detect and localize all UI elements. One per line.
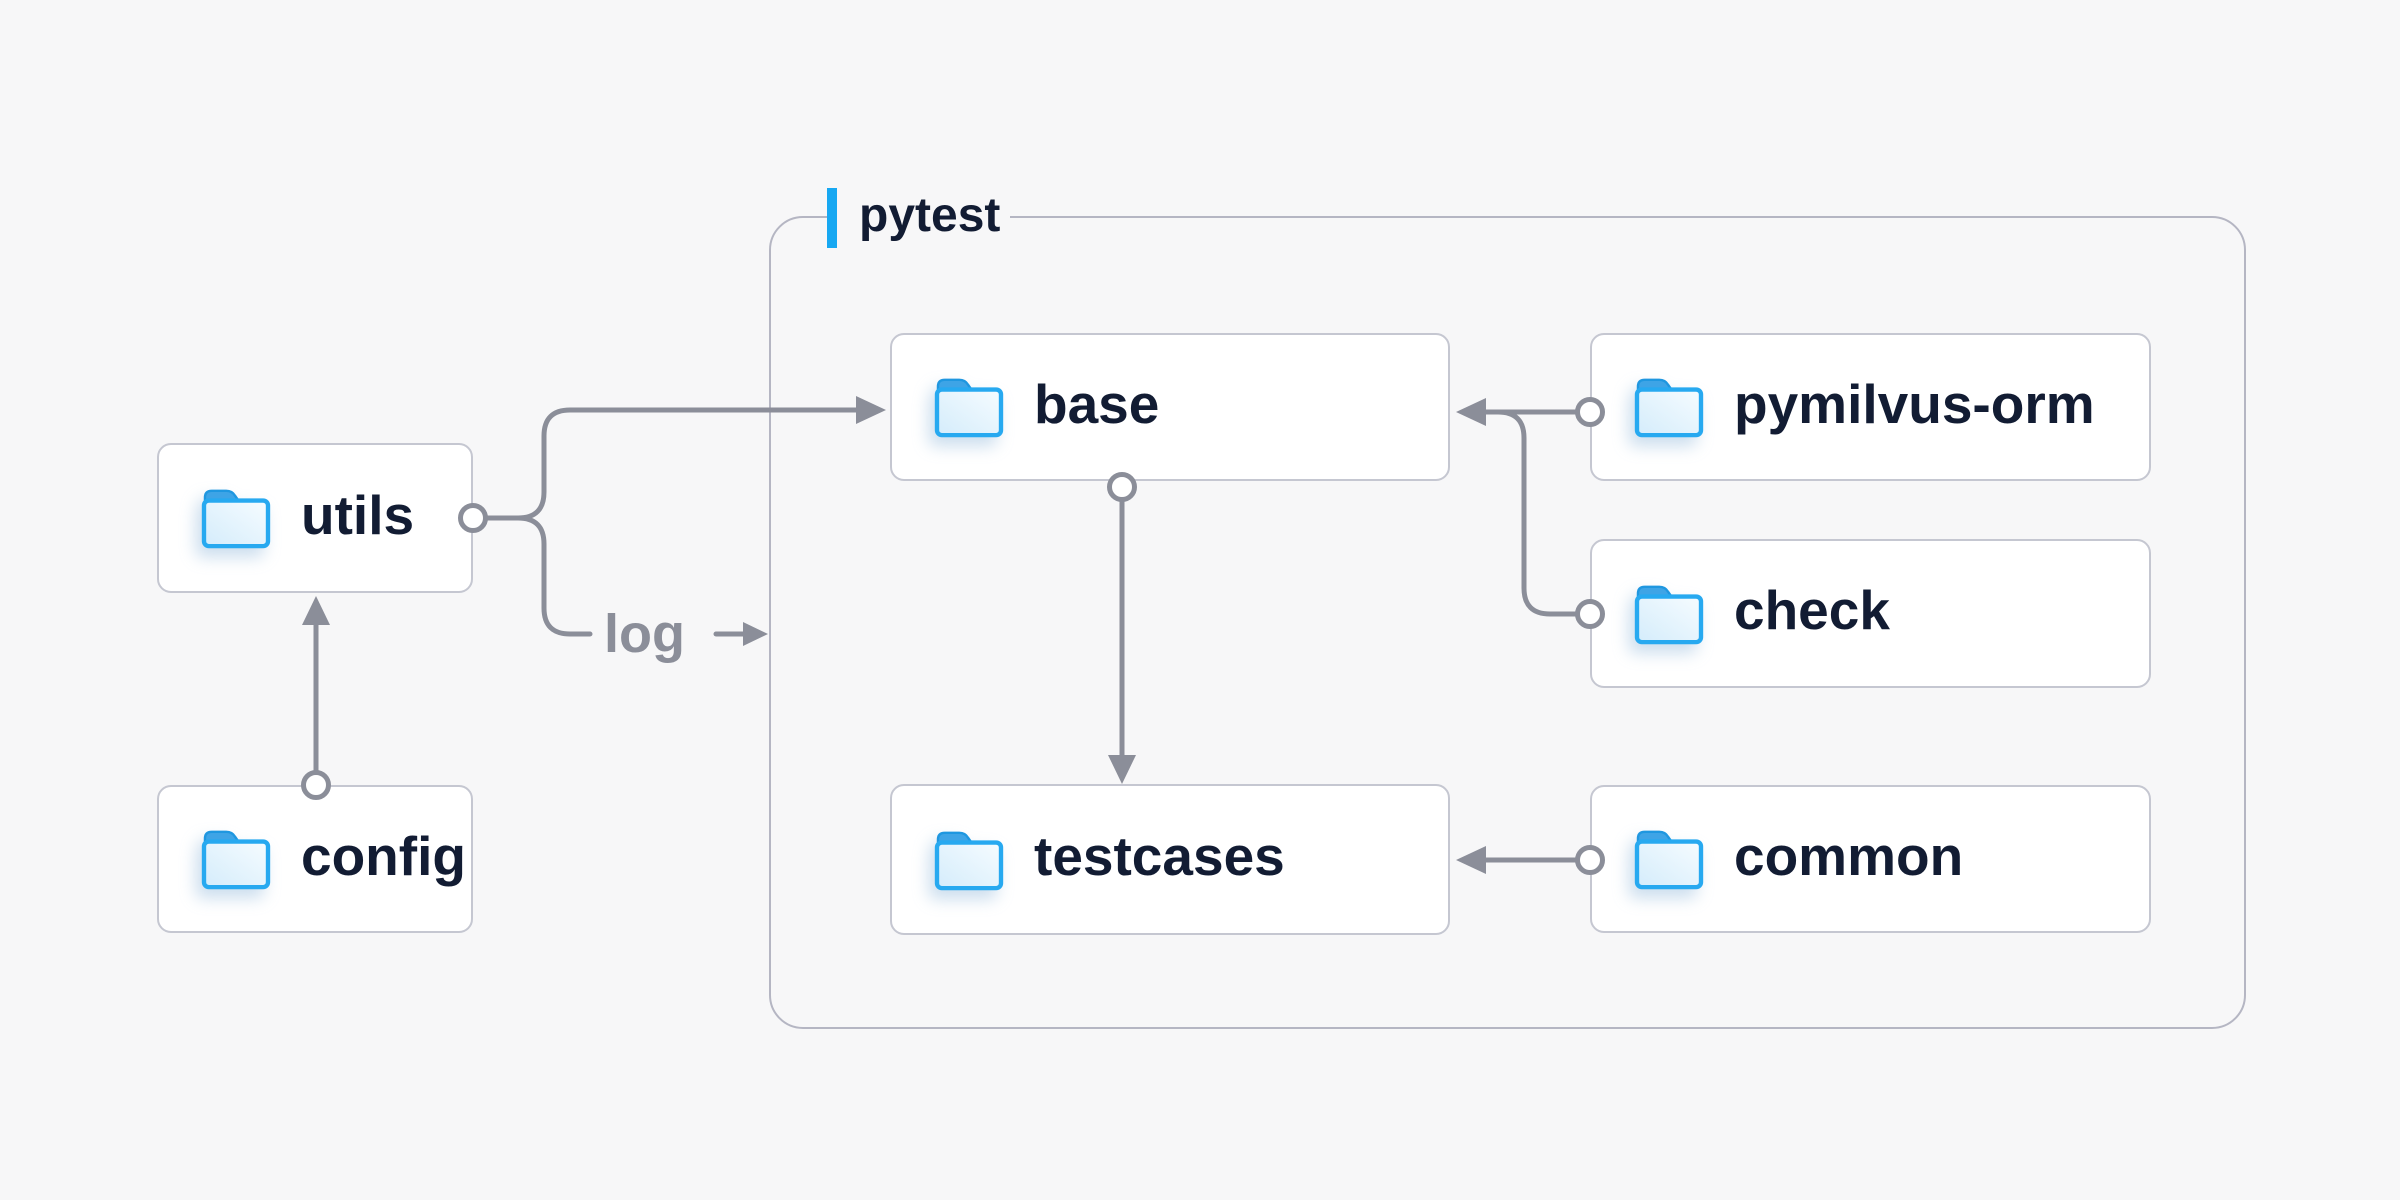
node-label: testcases — [1034, 825, 1285, 887]
arrowhead-config-utils — [302, 596, 330, 625]
node-label: common — [1734, 824, 1964, 887]
folder-icon — [1634, 830, 1704, 890]
node-check: check — [1590, 539, 2151, 688]
pytest-group-container: pytest — [769, 187, 2246, 1029]
node-label: utils — [301, 483, 415, 546]
folder-icon — [934, 378, 1004, 438]
node-base: base — [890, 333, 1450, 481]
folder-icon — [201, 830, 271, 890]
group-label-text: pytest — [859, 189, 1001, 242]
node-label: pymilvus-orm — [1734, 372, 2095, 435]
folder-icon — [201, 489, 271, 549]
node-config: config — [157, 785, 473, 933]
accent-bar — [827, 188, 837, 248]
folder-icon — [1634, 585, 1704, 644]
node-testcases: testcases — [890, 784, 1450, 935]
node-pymilvus-orm: pymilvus-orm — [1590, 333, 2151, 481]
node-label: config — [301, 824, 466, 887]
pytest-group-label: pytest — [827, 187, 1011, 249]
node-common: common — [1590, 785, 2151, 933]
arrowhead-log-group — [743, 622, 768, 646]
node-label: check — [1734, 579, 1890, 641]
node-label: base — [1034, 372, 1160, 435]
folder-icon — [1634, 378, 1704, 438]
edge-utils-log — [515, 515, 593, 637]
node-utils: utils — [157, 443, 473, 593]
edge-label-log: log — [604, 604, 685, 664]
folder-icon — [934, 831, 1004, 890]
